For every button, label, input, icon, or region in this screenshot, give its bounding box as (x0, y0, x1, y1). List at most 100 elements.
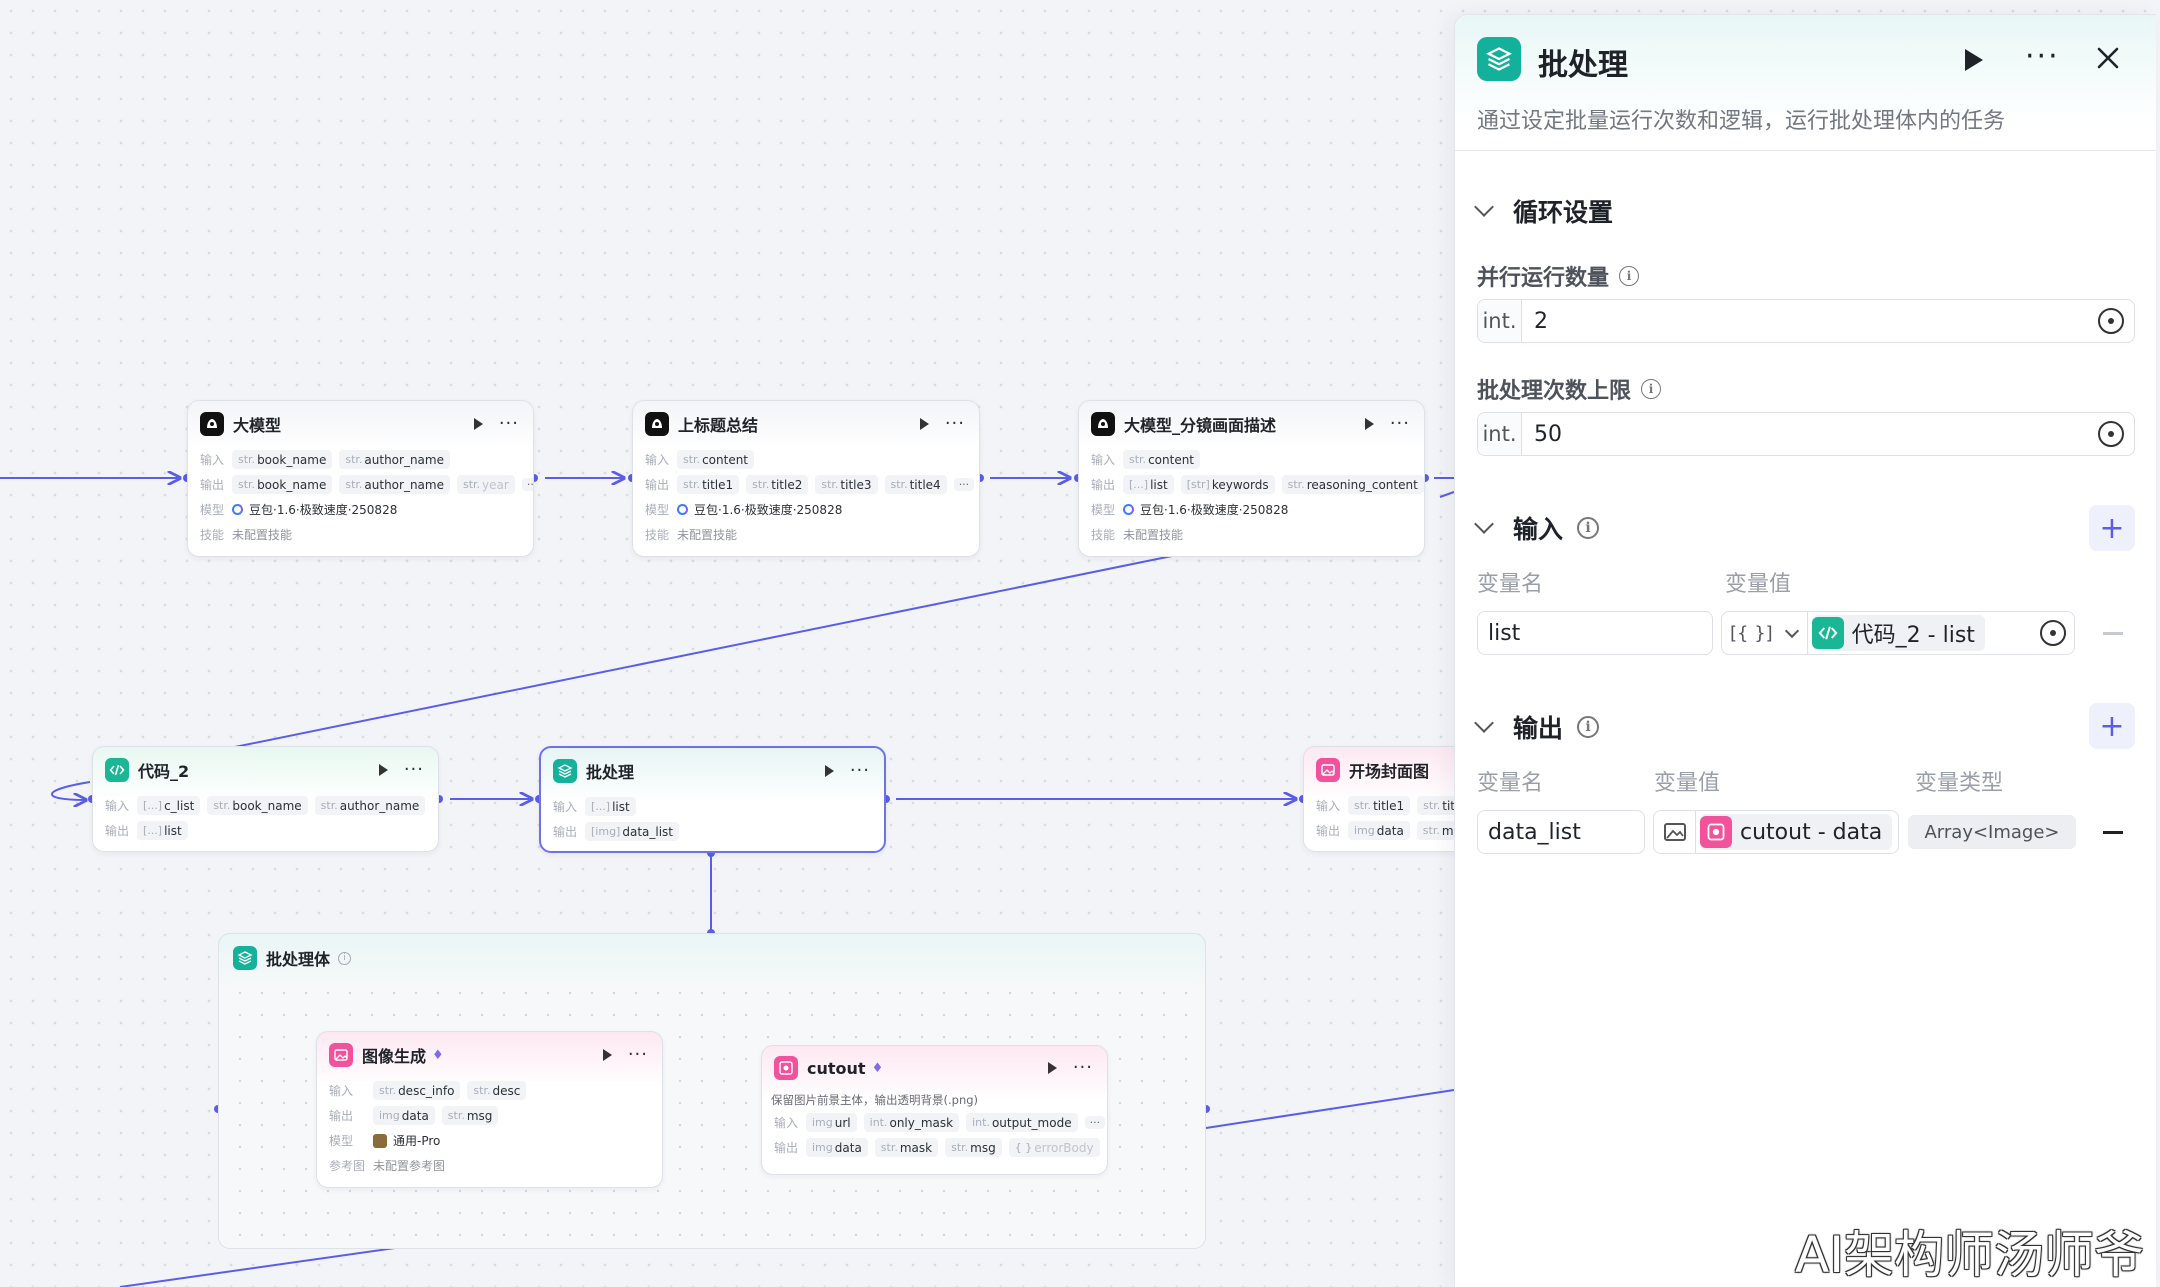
type-selector[interactable]: [{ }] (1722, 612, 1808, 654)
panel-title[interactable]: 批处理 (1538, 48, 1628, 83)
output-section[interactable]: 输出 i (1474, 709, 1600, 745)
more-icon[interactable]: ··· (1389, 413, 1410, 434)
doubao-icon (1123, 504, 1134, 515)
variable-ref-icon[interactable] (2098, 421, 2124, 447)
type-prefix: int. (1478, 413, 1522, 455)
chevron-down-icon[interactable] (1474, 514, 1494, 534)
input-tag: str.author_name (314, 796, 426, 815)
input-var-name-field[interactable]: list (1477, 611, 1713, 655)
variable-ref-chip[interactable]: cutout - data (1700, 814, 1893, 850)
add-output-button[interactable]: + (2089, 703, 2135, 749)
input-col-value: 变量值 (1725, 572, 1792, 597)
output-tag: str.book_name (232, 475, 333, 494)
reference-value: 未配置参考图 (373, 1159, 446, 1173)
output-tag: [img]data_list (585, 822, 679, 841)
premium-gem-icon: ♦ (871, 1060, 884, 1076)
type-prefix: int. (1478, 300, 1522, 342)
add-input-button[interactable]: + (2089, 505, 2135, 551)
input-tag: str.desc (467, 1081, 527, 1100)
info-icon[interactable]: i (1641, 379, 1662, 399)
run-button[interactable] (1965, 49, 1983, 71)
node-description: 保留图片前景主体，输出透明背景(.png) (771, 1093, 979, 1107)
node-cutout[interactable]: cutout ♦ ··· 保留图片前景主体，输出透明背景(.png) 输入 im… (761, 1045, 1108, 1175)
loop-settings-section[interactable]: 循环设置 (1474, 193, 1613, 229)
node-title: 代码_2 (138, 762, 190, 781)
batch-icon (233, 946, 257, 970)
more-icon[interactable]: ··· (2025, 39, 2060, 74)
run-node-button[interactable] (824, 765, 834, 777)
variable-ref-icon[interactable] (2098, 308, 2124, 334)
node-batch[interactable]: 批处理 ··· 输入 [...]list 输出 [img]data_list (539, 746, 886, 853)
node-image-generate[interactable]: 图像生成 ♦ ··· 输入 str.desc_info str.desc 输出 … (316, 1031, 663, 1188)
output-tag: str.msg (945, 1138, 1002, 1157)
output-col-value: 变量值 (1654, 771, 1721, 796)
parallel-count-input[interactable]: int. 2 (1477, 299, 2135, 343)
more-icon[interactable]: ··· (498, 413, 519, 434)
more-icon[interactable]: ··· (1072, 1057, 1093, 1078)
more-icon[interactable]: ··· (849, 760, 870, 781)
node-llm[interactable]: 大模型 ··· 输入 str.book_name str.author_name… (187, 400, 534, 557)
info-icon[interactable]: i (1577, 716, 1600, 738)
variable-ref-chip[interactable]: 代码_2 - list (1811, 615, 1985, 651)
node-title: 大模型_分镜画面描述 (1124, 416, 1277, 435)
model-name: 通用-Pro (373, 1132, 440, 1149)
output-var-name-field[interactable]: data_list (1477, 810, 1645, 854)
output-tag: str.year (456, 475, 515, 494)
parallel-count-label: 并行运行数量 i (1477, 260, 1640, 292)
output-type-badge: Array<Image> (1908, 815, 2076, 849)
close-icon[interactable] (2095, 45, 2121, 71)
output-var-value-field[interactable]: cutout - data (1653, 810, 1899, 854)
skill-value: 未配置技能 (1123, 528, 1184, 542)
input-tag: str.content (1123, 450, 1201, 469)
run-node-button[interactable] (473, 418, 483, 430)
node-title-summary[interactable]: 上标题总结 ··· 输入 str.content 输出 str.title1 s… (632, 400, 980, 557)
batch-icon (553, 759, 577, 783)
remove-output-button[interactable] (2103, 831, 2123, 834)
doubao-icon (677, 504, 688, 515)
cutout-icon (1700, 816, 1732, 848)
more-inputs-icon[interactable]: ··· (1084, 1116, 1106, 1129)
node-title: 大模型 (233, 416, 282, 435)
run-node-button[interactable] (378, 764, 388, 776)
input-section[interactable]: 输入 i (1474, 510, 1600, 546)
batch-limit-label: 批处理次数上限 i (1477, 373, 1662, 405)
run-node-button[interactable] (1047, 1062, 1057, 1074)
run-node-button[interactable] (602, 1049, 612, 1061)
chevron-down-icon[interactable] (1474, 713, 1494, 733)
model-avatar-icon (373, 1133, 387, 1148)
input-tag: str.author_name (339, 450, 450, 469)
input-var-value-field[interactable]: [{ }] 代码_2 - list (1721, 611, 2075, 655)
run-node-button[interactable] (919, 418, 929, 430)
node-title: 上标题总结 (678, 416, 759, 435)
more-icon[interactable]: ··· (403, 759, 424, 780)
llm-icon (200, 412, 224, 436)
input-tag: [...]list (585, 797, 636, 816)
batch-limit-input[interactable]: int. 50 (1477, 412, 2135, 456)
variable-ref-icon[interactable] (2040, 620, 2066, 646)
output-tag: str.msg (441, 1106, 499, 1125)
more-outputs-icon[interactable]: ··· (521, 478, 533, 491)
node-title: cutout (807, 1058, 866, 1078)
chevron-down-icon[interactable] (1474, 197, 1494, 217)
input-tag: int.only_mask (863, 1113, 960, 1132)
info-icon[interactable]: i (338, 951, 352, 965)
edge-llm3-code2 (229, 555, 1173, 749)
info-icon[interactable]: i (1577, 517, 1600, 539)
remove-input-button[interactable] (2103, 632, 2123, 635)
node-storyboard[interactable]: 大模型_分镜画面描述 ··· 输入 str.content 输出 [...]li… (1078, 400, 1425, 557)
input-tag: str.content (677, 450, 755, 469)
panel-header: 批处理 ··· 通过设定批量运行次数和逻辑，运行批处理体内的任务 (1455, 15, 2156, 151)
run-node-button[interactable] (1364, 418, 1374, 430)
code-icon (105, 758, 129, 782)
node-code2[interactable]: 代码_2 ··· 输入 [...]c_list str.book_name st… (92, 746, 439, 852)
batch-limit-value[interactable]: 50 (1534, 421, 1562, 447)
more-outputs-icon[interactable]: ··· (953, 478, 975, 491)
more-icon[interactable]: ··· (944, 413, 965, 434)
parallel-count-value[interactable]: 2 (1534, 308, 1548, 334)
more-icon[interactable]: ··· (627, 1044, 648, 1065)
batch-settings-panel: 批处理 ··· 通过设定批量运行次数和逻辑，运行批处理体内的任务 循环设置 并行… (1454, 14, 2156, 1287)
model-name: 豆包·1.6·极致速度·250828 (677, 501, 842, 518)
info-icon[interactable]: i (1619, 266, 1640, 286)
